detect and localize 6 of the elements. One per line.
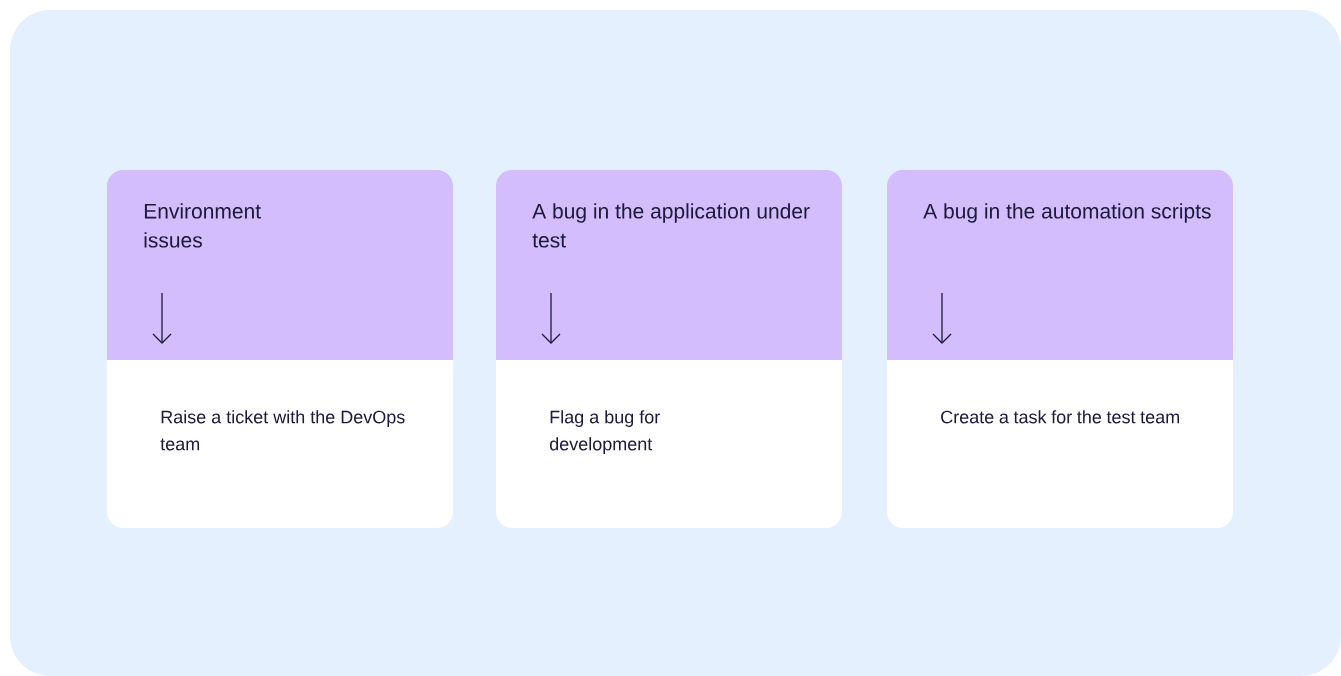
header-box: A bug in the application under test	[496, 170, 842, 360]
text-box: Raise a ticket with the DevOps team	[107, 360, 453, 528]
header-box: Environment issues	[107, 170, 453, 360]
text-box: Flag a bug for development	[496, 360, 842, 528]
text-box: Create a task for the test team	[887, 360, 1233, 528]
header-box: A bug in the automation scripts	[887, 170, 1233, 360]
